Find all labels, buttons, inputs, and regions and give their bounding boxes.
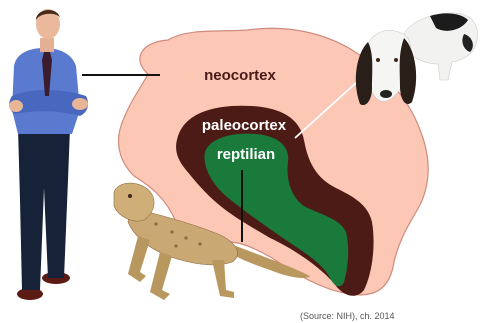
man-illustration (9, 9, 88, 300)
source-caption: (Source: NIH), ch. 2014 (300, 311, 480, 323)
paleocortex-label: paleocortex (202, 117, 287, 134)
neocortex-label: neocortex (204, 67, 276, 84)
dog-illustration (356, 13, 478, 105)
reptilian-label: reptilian (217, 146, 275, 163)
